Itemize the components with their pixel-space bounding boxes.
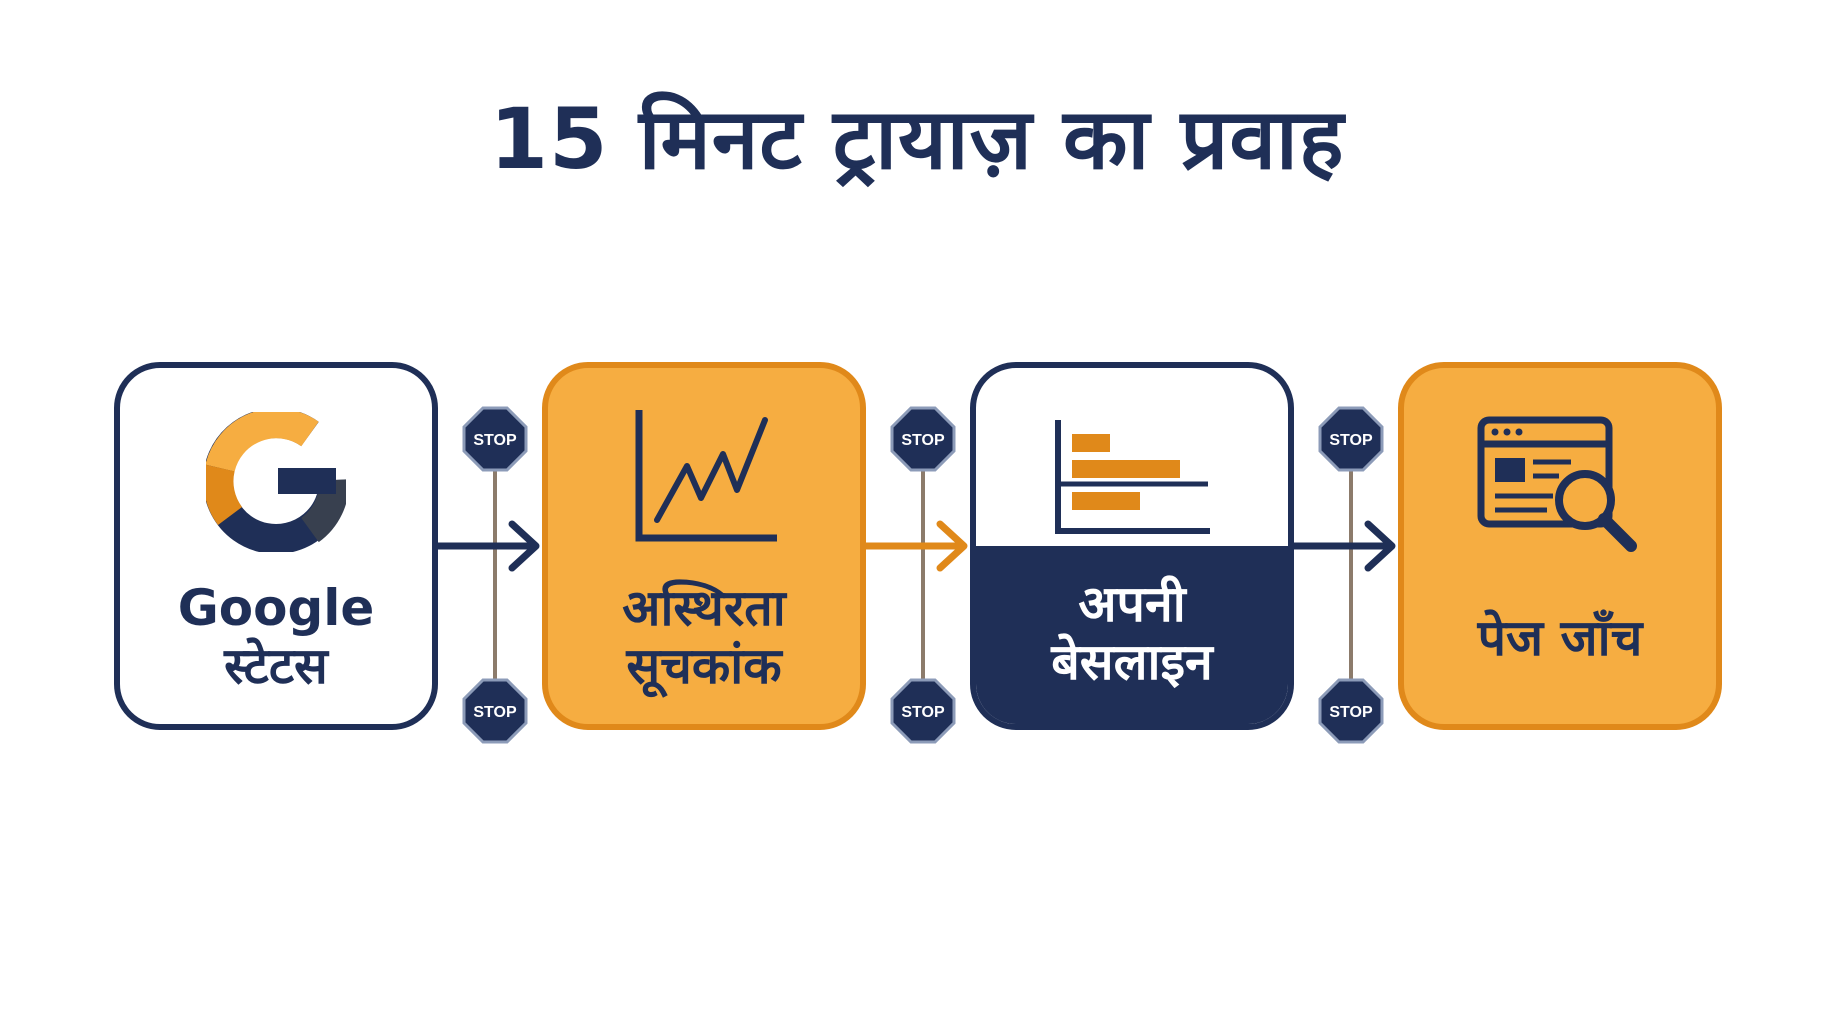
step-label-line1: अस्थिरता bbox=[622, 579, 786, 637]
step-label-line2: बेसलाइन bbox=[1051, 632, 1213, 691]
step-label-line1: Google bbox=[177, 579, 375, 637]
google-g-icon bbox=[206, 412, 346, 552]
stop-sign-text: STOP bbox=[1329, 432, 1373, 449]
step-card-page-check: पेज जाँच bbox=[1398, 362, 1722, 730]
stop-sign-icon: STOP bbox=[462, 678, 528, 744]
step-label-line1: अपनी bbox=[1078, 575, 1186, 633]
connector-2: STOP STOP bbox=[864, 406, 968, 744]
card-lower-panel bbox=[976, 546, 1288, 724]
stop-sign-icon: STOP bbox=[1318, 406, 1384, 472]
browser-search-icon bbox=[1477, 416, 1637, 552]
stop-sign-icon: STOP bbox=[1318, 678, 1384, 744]
stop-sign-text: STOP bbox=[901, 704, 945, 721]
page-title: 15 मिनट ट्रायाज़ का प्रवाह bbox=[489, 90, 1345, 188]
step-label-line2: सूचकांक bbox=[626, 636, 782, 695]
step-label-line2: स्टेटस bbox=[224, 636, 328, 695]
stop-sign-text: STOP bbox=[1329, 704, 1373, 721]
step-label-volatility-index: अस्थिरता सूचकांक bbox=[548, 579, 860, 695]
stop-sign-icon: STOP bbox=[462, 406, 528, 472]
stop-sign-text: STOP bbox=[473, 704, 517, 721]
stop-sign-icon: STOP bbox=[890, 406, 956, 472]
stop-sign-icon: STOP bbox=[890, 678, 956, 744]
step-card-google-status: Google स्टेटस bbox=[114, 362, 438, 730]
connector-3: STOP STOP bbox=[1292, 406, 1396, 744]
step-card-own-baseline: अपनी बेसलाइन bbox=[970, 362, 1294, 730]
line-chart-icon bbox=[635, 410, 777, 542]
step-label-line1: पेज जाँच bbox=[1477, 609, 1643, 667]
step-card-volatility-index: अस्थिरता सूचकांक bbox=[542, 362, 866, 730]
step-label-google-status: Google स्टेटस bbox=[120, 579, 432, 695]
step-label-own-baseline: अपनी बेसलाइन bbox=[976, 575, 1288, 691]
stop-sign-text: STOP bbox=[473, 432, 517, 449]
step-label-page-check: पेज जाँच bbox=[1404, 609, 1716, 668]
stop-sign-text: STOP bbox=[901, 432, 945, 449]
bar-chart-icon bbox=[1055, 420, 1210, 534]
connector-1: STOP STOP bbox=[436, 406, 540, 744]
